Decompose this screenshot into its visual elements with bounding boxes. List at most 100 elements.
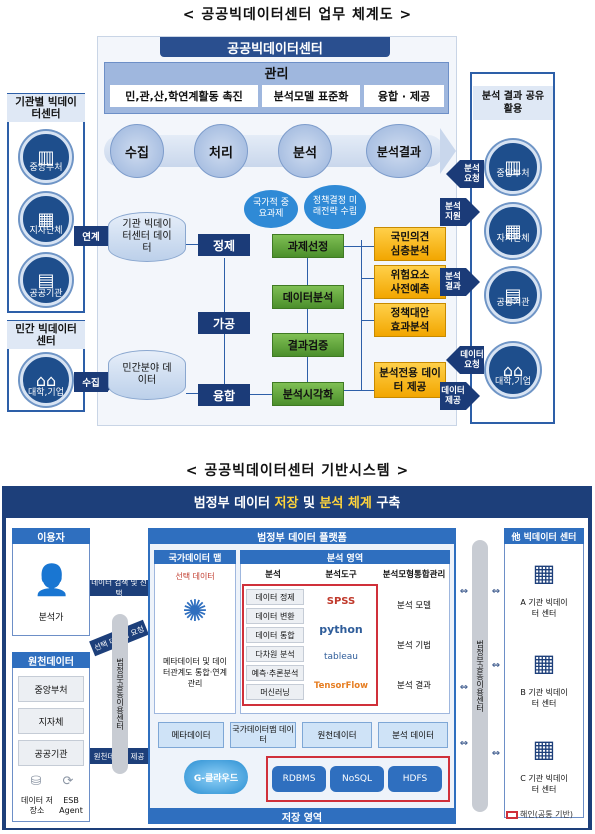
source-public: 공공기관 [18,740,84,766]
an-ml: 머신러닝 [246,684,304,700]
step-visualize: 분석시각화 [272,382,344,406]
arrow-result-label: 분석 결과 [445,272,461,292]
proc-refine: 정제 [198,234,250,256]
arrow-link: 연계 [74,226,108,246]
stage-analysis: 분석 [278,124,332,178]
source-icon-label-2: ESB Agent [59,796,83,815]
storage-nosql: NoSQL [330,766,384,792]
arrow-right-4: ⇔ [491,659,501,671]
g-cloud: G-클라우드 [184,760,248,794]
right-houses-icon: ⌂⌂ [486,343,540,397]
arrow-support-head [466,198,480,226]
arrow-req-analysis-label: 분석 요청 [464,164,480,184]
network-icon: ✺ [182,593,208,629]
line-db2 [186,393,198,394]
arrow-collect-label: 수집 [82,378,100,389]
data-analysis: 분석 데이터 [378,722,448,748]
vbar-left-label: 범정부공동이용센터 [115,658,125,730]
col-head-tools: 분석도구 [325,570,357,580]
tool-spss: SPSS [326,595,356,607]
arrow-datareq-label: 데이터 요청 [460,350,484,370]
arrow-right-6: ⇔ [491,747,501,759]
stage-collect: 수집 [110,124,164,178]
arrow-search: 데이터 검색 및 선택 [90,578,148,598]
banner: 범정부 데이터 저장 및 분석 체계 구축 [2,488,592,514]
red-outline [242,584,378,706]
source-icon-label-1: 데이터 저장소 [21,796,53,815]
center-title: 공공빅데이터센터 [160,37,390,57]
out-risk: 위험요소 사전예측 [374,265,446,299]
platform-title: 범정부 데이터 플랫폼 [148,528,456,544]
right-item-univ: 대학,기업 [495,376,531,387]
building-icon: ▥ [20,131,72,183]
banner-hl1: 저장 [274,495,299,511]
tool-tableau: tableau [323,652,358,662]
arrow-support: 분석 지원 [440,198,466,226]
left-item-public: 공공기관 [29,288,63,299]
bubble-policy: 정책결정 미래전략 수립 [304,185,366,229]
vbar-right: 범정부공동이용센터 [472,540,488,812]
other-title: 他 빅데이터 센터 [504,528,584,544]
banner-prefix: 범정부 데이터 [193,495,275,511]
tool-python: python [319,622,363,636]
esb-icon: ⟳ [62,773,74,789]
arrow-right-5: ⇔ [459,737,469,749]
col-head-model: 분석모형통합관리 [382,570,446,580]
legend-swatch [506,811,518,819]
step-verify: 결과검증 [272,333,344,357]
model-3: 분석 결과 [397,681,431,691]
line-fuse [250,394,272,395]
user-title: 이용자 [12,528,90,544]
banner-suffix: 구축 [371,495,401,511]
right-item-local: 자치단체 [496,233,530,244]
manage-item-1: 민,관,산,학연계활동 촉진 [110,85,258,107]
arrow-datareq-head [446,346,460,374]
source-local: 지자체 [18,708,84,734]
arrow-right-2: ⇔ [491,585,501,597]
city-icon: ▤ [20,254,72,306]
user-label: 분석가 [38,612,64,623]
legend-label: 해인(공통 기반) [520,810,573,819]
line-o4 [344,390,374,391]
line-db1 [186,244,198,245]
other-a: A 기관 빅데이터 센터 [520,598,568,618]
right-item-central: 중앙부처 [496,168,530,179]
arrow-result-head [466,268,480,296]
line-branch-vert [361,240,362,390]
storage-hdfs: HDFS [388,766,442,792]
bottom-title: < 공공빅데이터센터 기반시스템 > [185,463,410,479]
out-opinion: 국민의견 심층분석 [374,227,446,261]
map-desc: 메타데이터 및 데이터관계도 통합·연계 관리 [163,656,227,688]
line-o2 [361,278,374,279]
right-city-icon: ▤ [486,268,540,322]
source-central: 중앙부처 [18,676,84,702]
an-multidim: 다차원 분석 [246,646,304,662]
vbar-right-label: 범정부공동이용센터 [475,640,485,712]
proc-transform: 가공 [198,312,250,334]
arrow-dataprov-head [466,382,480,410]
line-main-vert [307,258,308,384]
data-map: 국가데이터맵 데이터 [230,722,296,748]
arrow-link-label: 연계 [82,232,100,243]
other-c: C 기관 빅데이터 센터 [520,774,568,794]
manage-item-2: 분석모델 표준화 [262,85,360,107]
left-public-title: 기관별 빅데이터센터 [7,94,85,122]
right-title: 분석 결과 공유 활용 [473,86,553,120]
bubble-national: 국가적 중요과제 [244,190,298,228]
an-predict: 예측·추론분석 [246,665,304,681]
arrow-req-analysis: 분석 요청 [460,160,484,188]
top-title: < 공공빅데이터센터 업무 체계도 > [182,7,413,23]
server-icon-c: ▦ [532,735,556,763]
an-convert: 데이터 변환 [246,608,304,624]
arrow-datareq: 데이터 요청 [460,346,484,374]
arrow-dataprov: 데이터 제공 [440,382,466,410]
source-title: 원천데이터 [12,652,90,668]
step-select: 과제선정 [272,234,344,258]
storage-outline [266,756,450,802]
arrow-search-label: 데이터 검색 및 선택 [91,578,147,598]
arrow-req-analysis-head [446,160,460,188]
manage-label: 관리 [264,66,289,82]
stage-process: 처리 [194,124,248,178]
houses-icon: ⌂⌂ [20,354,72,406]
out-dataprov: 분석전용 데이터 제공 [374,362,446,398]
